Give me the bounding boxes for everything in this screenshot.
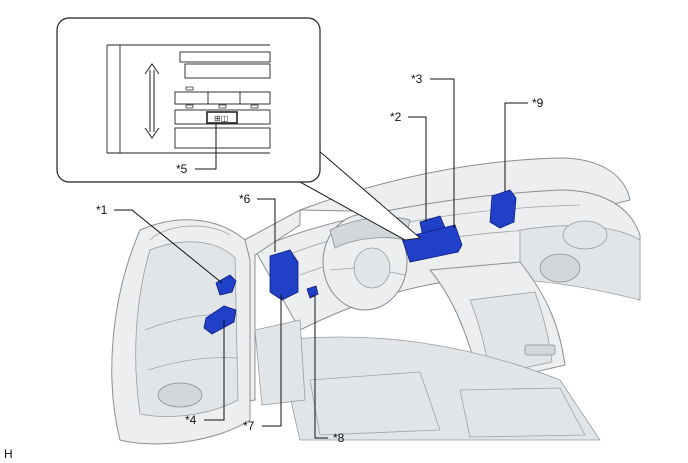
inset-arrow-up-icon <box>144 63 160 75</box>
inset-slot-top <box>179 51 271 63</box>
car-illustration <box>111 157 641 445</box>
callout-6: *6 <box>239 192 251 206</box>
door-pocket <box>147 357 239 371</box>
floor-mat-right <box>459 387 586 438</box>
component-1 <box>215 274 237 296</box>
callout-4: *4 <box>185 413 197 427</box>
component-3 <box>401 224 463 263</box>
steering-spoke <box>329 267 406 276</box>
console-switches <box>524 344 556 356</box>
right-vent <box>562 220 608 250</box>
callout-3: *3 <box>411 72 423 86</box>
floor-mat-left <box>309 371 441 436</box>
callout-9: *9 <box>532 96 544 110</box>
leader-6 <box>257 198 276 252</box>
leader-2 <box>408 116 427 222</box>
leader-1 <box>114 209 223 284</box>
leader-8 <box>312 295 328 439</box>
corner-mark: H <box>4 447 13 461</box>
callout-1: *1 <box>96 203 108 217</box>
inset-slot-3 <box>174 91 271 105</box>
leader-9 <box>504 102 528 192</box>
callout-5: *5 <box>176 162 188 176</box>
inset-slot-2 <box>184 63 271 79</box>
inset-switch <box>206 111 238 124</box>
highlighted-components <box>203 189 517 335</box>
passenger-dash <box>519 225 641 301</box>
component-6 <box>269 249 299 301</box>
component-4 <box>203 305 237 335</box>
callouts: *1 *2 *3 *9 *6 *4 *7 *8 <box>96 72 544 445</box>
inset-lamp-3 <box>218 104 227 109</box>
inset-switch-glyph: ⊞◫ <box>214 114 228 123</box>
right-speaker <box>539 253 581 283</box>
component-8 <box>306 285 319 299</box>
inset-slot-5 <box>174 127 271 149</box>
door-speaker <box>157 382 203 408</box>
door-panel <box>135 241 239 417</box>
inset-lamp-4 <box>250 104 259 109</box>
callout-7: *7 <box>243 419 255 433</box>
inset-arrow-down-icon <box>144 127 160 139</box>
inset-detail: ⊞◫ *5 <box>56 17 422 241</box>
callout-2: *2 <box>390 110 402 124</box>
steering-hub <box>353 247 391 289</box>
component-9 <box>489 189 517 229</box>
leader-7 <box>262 294 282 427</box>
leader-5 <box>195 123 217 170</box>
inset-lamp-2 <box>185 104 194 109</box>
door-window-frame <box>149 225 231 241</box>
dashboard-ridge <box>279 204 581 259</box>
kick-panel <box>254 319 306 406</box>
inset-frame <box>56 17 321 183</box>
inset-lamp-1 <box>185 86 194 91</box>
leader-4 <box>204 320 225 421</box>
inset-slot-4 <box>174 109 271 125</box>
leader-3 <box>430 78 455 228</box>
callout-8: *8 <box>333 431 345 445</box>
